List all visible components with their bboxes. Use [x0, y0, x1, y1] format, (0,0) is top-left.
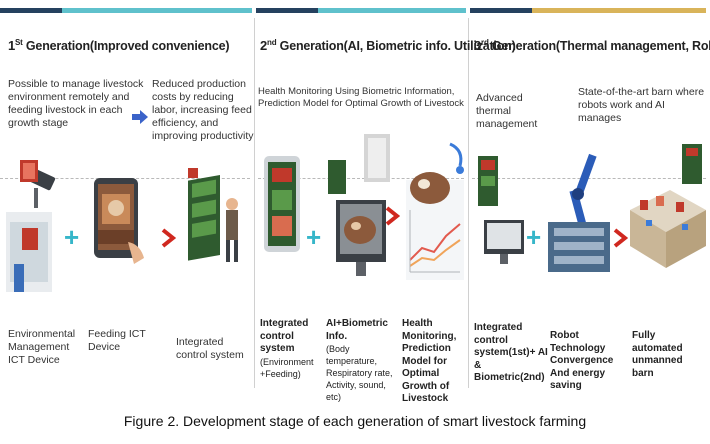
- red-arrow-icon-2: [385, 206, 400, 226]
- gen2-label-3: Health Monitoring, Prediction Model for …: [402, 318, 457, 404]
- gen3-label-2: Robot Technology Convergence And energy …: [550, 330, 614, 391]
- gen3-desc-1: Advanced thermal management: [476, 92, 538, 130]
- red-arrow-icon-3: [613, 228, 628, 248]
- gen1-title: 1St Generation(Improved convenience): [8, 38, 230, 54]
- gen1-desc-2: Reduced production costs by reducing lab…: [152, 78, 254, 142]
- figure-caption: Figure 2. Development stage of each gene…: [123, 413, 587, 429]
- gen1-label-1: Environmental Management ICT Device: [8, 328, 76, 366]
- tablet-control-illustration: [264, 156, 300, 252]
- cctv-illustration: [6, 160, 56, 292]
- gen2-title: 2nd Generation(AI, Biometric info. Utili…: [260, 38, 516, 54]
- divider-1: [254, 18, 255, 388]
- gen1-label-2: Feeding ICT Device: [88, 328, 146, 353]
- band-gen3-gold: [532, 8, 706, 13]
- gen2-desc-1: Health Monitoring Using Biometric Inform…: [258, 86, 464, 109]
- band-gen3-dark: [470, 8, 532, 13]
- growth-chart-illustration: [406, 142, 464, 280]
- gen2-label-2: AI+Biometric Info. (Body temperature, Re…: [326, 318, 393, 402]
- band-gen2-dark: [256, 8, 318, 13]
- plus-icon-2: +: [306, 222, 322, 252]
- plus-icon-3: +: [526, 222, 542, 252]
- gen1-desc-1: Possible to manage livestock environment…: [8, 78, 144, 129]
- dashed-line-2: [258, 178, 464, 179]
- diagram: 1St Generation(Improved convenience) 2nd…: [0, 8, 710, 404]
- band-gen1-teal: [62, 8, 252, 13]
- dashed-line-3: [472, 178, 706, 179]
- gen3-title: 3rd Generation(Thermal management, Robot…: [474, 38, 710, 54]
- control-panel-illustration: [188, 168, 238, 262]
- tablet-illustration: [94, 178, 144, 264]
- band-gen1-dark: [0, 8, 62, 13]
- gen3-label-1: Integrated control system(1st)+ AI & Bio…: [474, 322, 548, 383]
- monitor-control-illustration: [478, 156, 524, 264]
- gen3-desc-2: State-of-the-art barn where robots work …: [578, 86, 705, 124]
- red-arrow-icon-1: [161, 228, 176, 248]
- gen1-label-3: Integrated control system: [176, 336, 244, 361]
- automated-barn-illustration: [630, 144, 706, 268]
- gen3-label-3: Fully automated unmanned barn: [632, 330, 683, 379]
- gen2-label-1: Integrated control system (Environment +…: [260, 318, 314, 379]
- divider-2: [468, 18, 469, 388]
- band-gen2-teal: [318, 8, 466, 13]
- cow-scan-illustration: [328, 134, 390, 276]
- robot-arm-illustration: [548, 153, 610, 272]
- plus-icon-1: +: [64, 222, 80, 252]
- blue-arrow-icon: [132, 110, 148, 124]
